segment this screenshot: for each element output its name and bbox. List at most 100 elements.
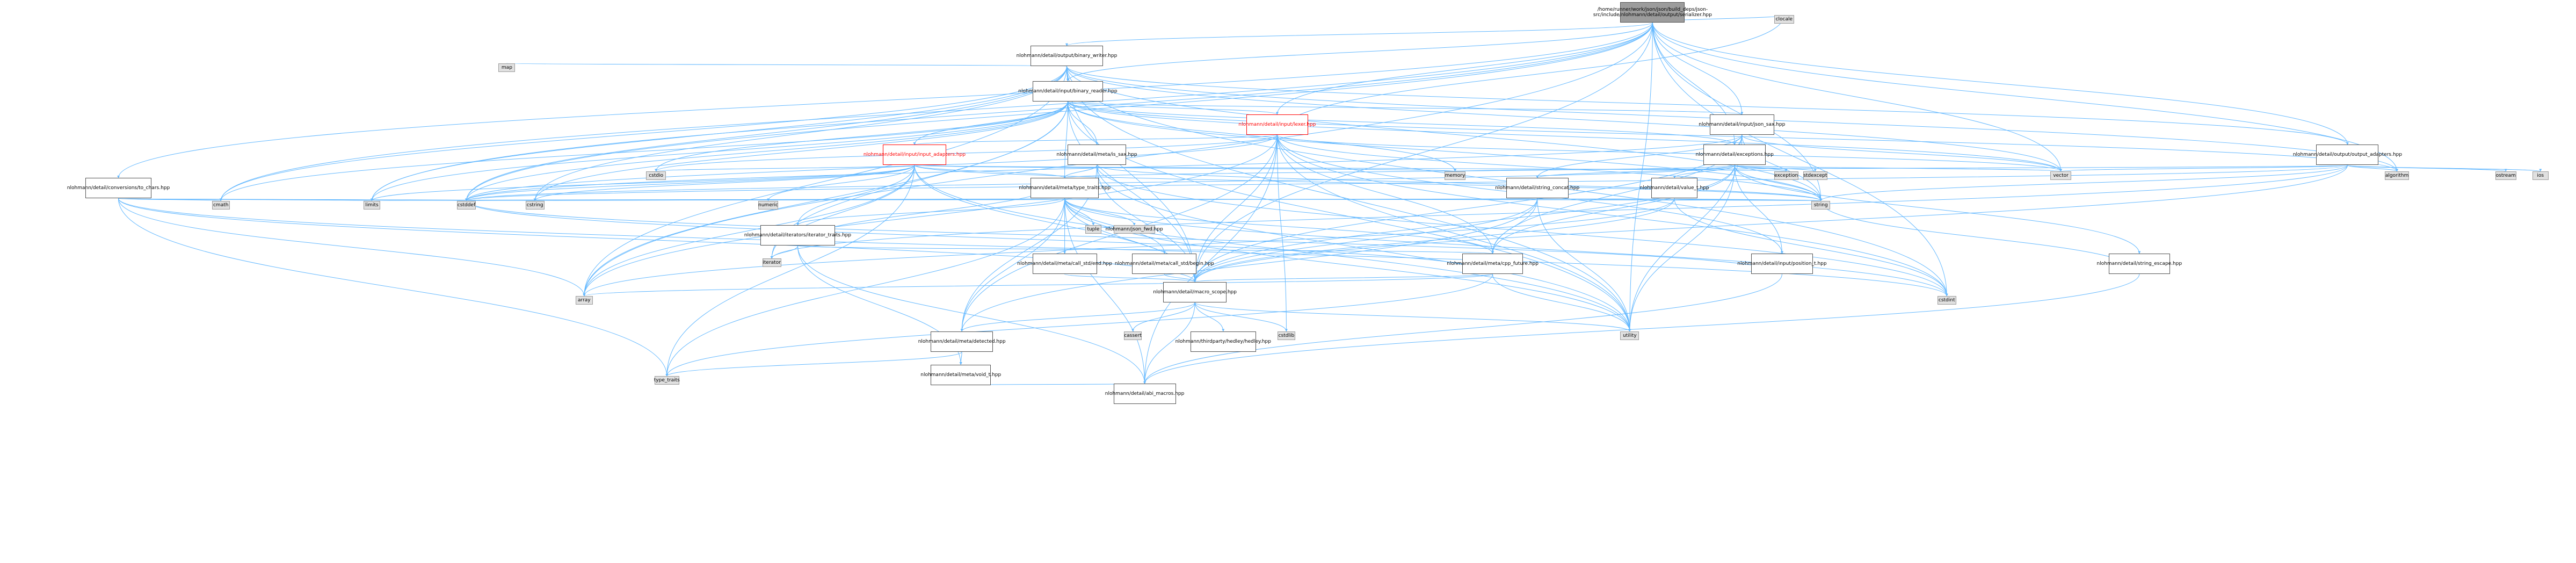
edge-pos-abi [1143, 274, 1782, 384]
edge-macro-hedley [1194, 302, 1225, 332]
graph-node-cmp[interactable]: clocale [1774, 15, 1794, 24]
graph-node-ostream[interactable]: ostream [2495, 171, 2516, 180]
graph-node-iadp[interactable]: nlohmann/detail/input/input_adapters.hpp [863, 145, 966, 165]
graph-node-map[interactable]: map [498, 63, 516, 72]
graph-node-excp[interactable]: nlohmann/detail/exceptions.hpp [1696, 145, 1774, 165]
edge-lexer-utility [1276, 134, 1631, 332]
edge-vt-cstdint [1674, 198, 1948, 297]
edge-root-lexer [1275, 22, 1653, 115]
edge-bw-cstring [533, 66, 1067, 201]
edge-br-cstddef [465, 101, 1068, 201]
edge-macro-cstdlib [1194, 302, 1288, 332]
graph-node-br[interactable]: nlohmann/detail/input/binary_reader.hpp [1018, 81, 1118, 102]
graph-node-limits[interactable]: limits [363, 200, 380, 210]
edge-br-algorithm [1067, 101, 2398, 172]
graph-node-iterator[interactable]: iterator [762, 258, 781, 268]
edge-br-string [1067, 101, 1823, 201]
edge-excp-utility [1628, 165, 1735, 332]
edge-detected-typetraits [665, 351, 962, 377]
edge-oadp-iterator [770, 165, 2348, 259]
edge-lexer-cppf [1276, 134, 1494, 254]
graph-node-pos[interactable]: nlohmann/detail/input/position_t.hpp [1737, 254, 1827, 275]
edge-iadp-memory [914, 164, 1456, 172]
edge-tochars-cmath [118, 198, 222, 201]
graph-node-jsonfwd[interactable]: nlohmann/json_fwd.hpp [1106, 225, 1163, 234]
graph-node-numeric[interactable]: numeric [758, 200, 779, 210]
graph-node-cppf[interactable]: nlohmann/detail/meta/cpp_future.hpp [1447, 254, 1539, 275]
graph-node-esc[interactable]: nlohmann/detail/string_escape.hpp [2096, 254, 2182, 275]
edge-bw-cmath [219, 66, 1067, 201]
graph-node-callstd[interactable]: nlohmann/detail/meta/call_std/end.hpp [1017, 254, 1112, 275]
edge-sc-utility [1537, 198, 1631, 332]
graph-node-vector[interactable]: vector [2050, 171, 2071, 180]
edge-lexer-cstddef [465, 134, 1278, 201]
edge-oadp-macro [1193, 165, 2348, 283]
edge-br-tt [1063, 102, 1068, 178]
graph-node-typetraits[interactable]: type_traits [654, 376, 680, 385]
edge-root-jsax [1652, 22, 1744, 115]
edge-excp-string [1734, 165, 1823, 201]
graph-node-bw[interactable]: nlohmann/detail/output/binary_writer.hpp [1017, 46, 1117, 67]
graph-node-exception[interactable]: exception [1774, 171, 1798, 180]
graph-node-cstdio[interactable]: cstdio [646, 171, 666, 180]
edge-lexer-cstdio [655, 134, 1278, 172]
graph-node-cassert[interactable]: cassert [1123, 331, 1142, 340]
edge-oadp-cstddef [465, 164, 2348, 201]
graph-node-abi[interactable]: nlohmann/detail/abi_macros.hpp [1105, 384, 1184, 405]
edge-excp-vt [1673, 164, 1735, 178]
edge-lexer-macro [1193, 134, 1278, 283]
graph-node-macro[interactable]: nlohmann/detail/macro_scope.hpp [1153, 282, 1237, 302]
edge-tochars-typetraits [118, 198, 669, 377]
graph-node-callstb[interactable]: nlohmann/detail/meta/call_std/begin.hpp [1115, 254, 1214, 275]
graph-node-cstdlib[interactable]: cstdlib [1278, 331, 1295, 340]
graph-node-itt[interactable]: nlohmann/detail/iterators/iterator_trait… [744, 225, 851, 246]
graph-node-root[interactable]: /home/runner/work/json/json/build_deps/j… [1593, 2, 1712, 23]
edge-lexer-cstdint [1276, 134, 1948, 297]
graph-node-hedley[interactable]: nlohmann/thirdparty/hedley/hedley.hpp [1175, 331, 1271, 352]
graph-node-cstddef[interactable]: cstddef [457, 200, 476, 210]
edge-cppf-array [583, 273, 1493, 297]
edge-iadp-cstring [533, 164, 915, 201]
graph-node-stdexcept[interactable]: stdexcept [1803, 171, 1827, 180]
edge-br-array [583, 102, 1068, 297]
graph-node-memory[interactable]: memory [1445, 171, 1465, 180]
graph-node-voidt[interactable]: nlohmann/detail/meta/void_t.hpp [920, 364, 1001, 385]
graph-node-cmath[interactable]: cmath [212, 200, 230, 210]
graph-node-lexer[interactable]: nlohmann/detail/input/lexer.hpp [1238, 114, 1316, 135]
graph-node-cstring[interactable]: cstring [525, 200, 545, 210]
edge-root-br [1066, 22, 1653, 82]
edge-tt-jsonfwd [1064, 198, 1136, 226]
edge-iadp-cstddef [465, 164, 915, 201]
edge-iadp-utility [914, 165, 1631, 332]
edge-tochars-cstdint [118, 198, 1948, 297]
edge-bw-vector [1066, 66, 2063, 172]
graph-node-detected[interactable]: nlohmann/detail/meta/detected.hpp [918, 331, 1006, 352]
graph-node-tochars[interactable]: nlohmann/detail/conversions/to_chars.hpp [67, 178, 170, 199]
edge-root-bw [1065, 22, 1653, 46]
graph-node-ios[interactable]: ios [2532, 171, 2549, 180]
graph-node-array[interactable]: array [575, 296, 593, 305]
edge-tochars-array [118, 198, 586, 297]
edge-lexer-iadp [913, 134, 1278, 145]
edge-bw-cstddef [465, 66, 1067, 201]
graph-node-utility[interactable]: utility [1620, 331, 1639, 340]
graph-node-vt[interactable]: nlohmann/detail/value_t.hpp [1640, 178, 1709, 199]
edge-vt-cstddef [466, 198, 1675, 201]
edge-macro-detected [960, 302, 1195, 332]
graph-node-issax[interactable]: nlohmann/detail/meta/is_sax.hpp [1057, 145, 1137, 165]
edge-iadp-array [583, 165, 915, 297]
edge-pos-cstddef [465, 200, 1782, 275]
edge-br-lexer [1067, 101, 1279, 115]
graph-node-tt[interactable]: nlohmann/detail/meta/type_traits.hpp [1019, 178, 1111, 199]
graph-node-oadp[interactable]: nlohmann/detail/output/output_adapters.h… [2293, 145, 2402, 165]
edge-bw-array [583, 66, 1067, 297]
graph-node-algorithm[interactable]: algorithm [2385, 171, 2409, 180]
edge-macro-utility [1194, 302, 1631, 332]
edge-root-vector [1652, 22, 2063, 172]
graph-node-cstdint[interactable]: cstdint [1937, 296, 1956, 305]
graph-node-sc[interactable]: nlohmann/detail/string_concat.hpp [1495, 178, 1579, 199]
graph-node-tuple[interactable]: tuple [1085, 225, 1101, 234]
graph-node-jsax[interactable]: nlohmann/detail/input/json_sax.hpp [1699, 114, 1785, 135]
graph-node-string[interactable]: string [1811, 200, 1831, 210]
